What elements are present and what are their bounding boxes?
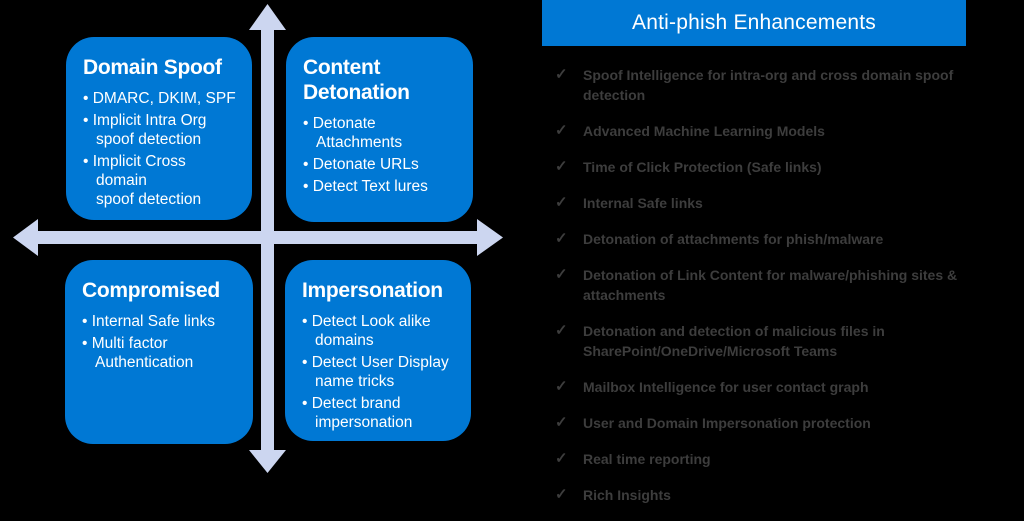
checklist-item: ✓ Mailbox Intelligence for user contact … [555,377,966,397]
checklist-item: ✓ Rich Insights [555,485,966,505]
checklist-item: ✓ Detonation and detection of malicious … [555,321,966,361]
quadrant-card-compromised: Compromised Internal Safe links Multi fa… [65,260,253,444]
checklist-item-text: Spoof Intelligence for intra-org and cro… [583,67,954,103]
checklist-item: ✓ Spoof Intelligence for intra-org and c… [555,65,966,105]
checklist-item: ✓ Detonation of attachments for phish/ma… [555,229,966,249]
down-arrowhead-icon [249,450,286,473]
bullet-item: Implicit Cross domain spoof detection [83,152,236,209]
checklist-item: ✓ User and Domain Impersonation protecti… [555,413,966,433]
panel-title-bar: Anti-phish Enhancements [542,0,966,46]
bullet-item: Detect brand impersonation [302,394,455,432]
enhancements-checklist: ✓ Spoof Intelligence for intra-org and c… [542,65,966,505]
bullet-item: Detonate URLs [303,155,457,174]
panel-title: Anti-phish Enhancements [632,11,876,34]
bullet-item: Multi factor Authentication [82,334,237,372]
check-icon: ✓ [555,450,568,467]
bullet-item: Detect User Display name tricks [302,353,455,391]
checklist-item-text: Rich Insights [583,487,671,503]
checklist-item-text: User and Domain Impersonation protection [583,415,871,431]
right-arrowhead-icon [477,219,503,256]
check-icon: ✓ [555,66,568,83]
check-icon: ✓ [555,230,568,247]
quadrant-bullet-list: Internal Safe links Multi factor Authent… [82,312,237,372]
quadrant-bullet-list: DMARC, DKIM, SPF Implicit Intra Org spoo… [83,89,236,209]
checklist-item: ✓ Advanced Machine Learning Models [555,121,966,141]
quadrant-diagram: Domain Spoof DMARC, DKIM, SPF Implicit I… [0,0,512,509]
anti-phish-panel: Anti-phish Enhancements ✓ Spoof Intellig… [542,0,966,521]
check-icon: ✓ [555,486,568,503]
axes-arrows [13,4,503,473]
bullet-item: DMARC, DKIM, SPF [83,89,236,108]
left-arrowhead-icon [13,219,38,256]
check-icon: ✓ [555,122,568,139]
slide-canvas: Domain Spoof DMARC, DKIM, SPF Implicit I… [0,0,1024,509]
checklist-item-text: Advanced Machine Learning Models [583,123,825,139]
quadrant-title: Content Detonation [303,56,410,104]
up-arrowhead-icon [249,4,286,30]
quadrant-title: Impersonation [302,279,443,302]
quadrant-card-content-detonation: Content Detonation Detonate Attachments … [286,37,473,222]
quadrant-title: Domain Spoof [83,56,222,79]
bullet-item: Detect Text lures [303,177,457,196]
checklist-item-text: Detonation of attachments for phish/malw… [583,231,884,247]
checklist-item-text: Detonation and detection of malicious fi… [583,323,885,359]
bullet-item: Implicit Intra Org spoof detection [83,111,236,149]
check-icon: ✓ [555,378,568,395]
checklist-item: ✓ Real time reporting [555,449,966,469]
quadrant-bullet-list: Detonate Attachments Detonate URLs Detec… [303,114,457,196]
check-icon: ✓ [555,266,568,283]
checklist-item-text: Mailbox Intelligence for user contact gr… [583,379,869,395]
quadrant-card-domain-spoof: Domain Spoof DMARC, DKIM, SPF Implicit I… [66,37,252,220]
check-icon: ✓ [555,158,568,175]
check-icon: ✓ [555,414,568,431]
quadrant-bullet-list: Detect Look alike domains Detect User Di… [302,312,455,432]
quadrant-title: Compromised [82,279,220,302]
bullet-item: Internal Safe links [82,312,237,331]
horizontal-axis-icon [13,219,503,256]
check-icon: ✓ [555,194,568,211]
checklist-item-text: Internal Safe links [583,195,703,211]
checklist-item: ✓ Detonation of Link Content for malware… [555,265,966,305]
bullet-item: Detect Look alike domains [302,312,455,350]
checklist-item-text: Detonation of Link Content for malware/p… [583,267,958,303]
quadrant-card-impersonation: Impersonation Detect Look alike domains … [285,260,471,441]
bullet-item: Detonate Attachments [303,114,457,152]
checklist-item-text: Real time reporting [583,451,711,467]
check-icon: ✓ [555,322,568,339]
checklist-item: ✓ Time of Click Protection (Safe links) [555,157,966,177]
checklist-item-text: Time of Click Protection (Safe links) [583,159,822,175]
checklist-item: ✓ Internal Safe links [555,193,966,213]
